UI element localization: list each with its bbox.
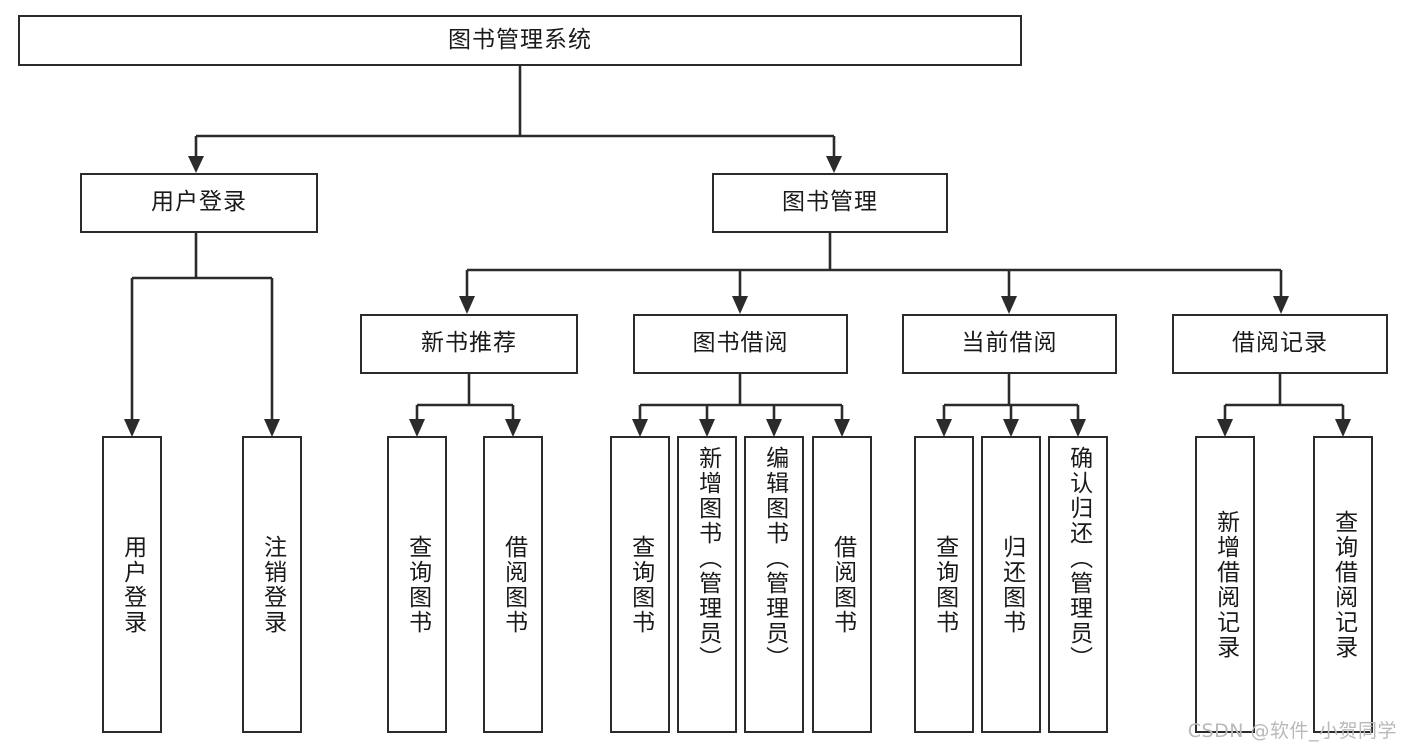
node-book-management-label: 图书管理 — [782, 189, 878, 216]
leaf-borrow-edit-book[interactable]: 编辑图书（管理员） — [744, 436, 804, 733]
leaf-record-query-record[interactable]: 查询借阅记录 — [1313, 436, 1373, 733]
node-current-borrow-label: 当前借阅 — [961, 330, 1058, 357]
node-borrow-record-label: 借阅记录 — [1232, 330, 1328, 357]
leaf-borrow-add-book[interactable]: 新增图书（管理员） — [677, 436, 737, 733]
leaf-label: 编辑图书（管理员） — [761, 446, 788, 671]
leaf-label: 归还图书 — [998, 534, 1025, 635]
leaf-user-login-signin[interactable]: 用户登录 — [102, 436, 162, 733]
leaf-label: 借阅图书 — [829, 534, 856, 635]
leaf-user-login-signout[interactable]: 注销登录 — [242, 436, 302, 733]
leaf-label: 注销登录 — [259, 534, 286, 635]
leaf-recommend-query-book[interactable]: 查询图书 — [387, 436, 447, 733]
leaf-current-return-book[interactable]: 归还图书 — [981, 436, 1041, 733]
leaf-borrow-query-book[interactable]: 查询图书 — [610, 436, 670, 733]
leaf-label: 借阅图书 — [500, 534, 527, 635]
leaf-recommend-borrow-book[interactable]: 借阅图书 — [483, 436, 543, 733]
leaf-label: 查询图书 — [404, 534, 431, 635]
leaf-label: 查询图书 — [627, 534, 654, 635]
leaf-record-add-record[interactable]: 新增借阅记录 — [1195, 436, 1255, 733]
leaf-label: 确认归还（管理员） — [1065, 446, 1092, 671]
node-current-borrow[interactable]: 当前借阅 — [902, 314, 1117, 374]
node-borrow-record[interactable]: 借阅记录 — [1172, 314, 1388, 374]
node-book-borrow-label: 图书借阅 — [692, 330, 789, 357]
leaf-label: 新增借阅记录 — [1212, 509, 1239, 660]
node-new-book-recommend[interactable]: 新书推荐 — [360, 314, 578, 374]
node-user-login[interactable]: 用户登录 — [80, 173, 318, 233]
node-root-label: 图书管理系统 — [448, 26, 592, 53]
leaf-current-query-book[interactable]: 查询图书 — [914, 436, 974, 733]
node-book-borrow[interactable]: 图书借阅 — [633, 314, 848, 374]
leaf-label: 查询图书 — [931, 534, 958, 635]
node-book-management[interactable]: 图书管理 — [712, 173, 948, 233]
leaf-borrow-borrow-book[interactable]: 借阅图书 — [812, 436, 872, 733]
node-root[interactable]: 图书管理系统 — [18, 15, 1022, 66]
node-new-book-recommend-label: 新书推荐 — [421, 330, 517, 357]
node-user-login-label: 用户登录 — [151, 189, 247, 216]
watermark: CSDN @软件_小贺同学 — [1187, 720, 1397, 742]
leaf-label: 用户登录 — [119, 534, 146, 635]
leaf-label: 新增图书（管理员） — [694, 446, 721, 671]
leaf-label: 查询借阅记录 — [1330, 509, 1357, 660]
leaf-current-confirm-return[interactable]: 确认归还（管理员） — [1048, 436, 1108, 733]
